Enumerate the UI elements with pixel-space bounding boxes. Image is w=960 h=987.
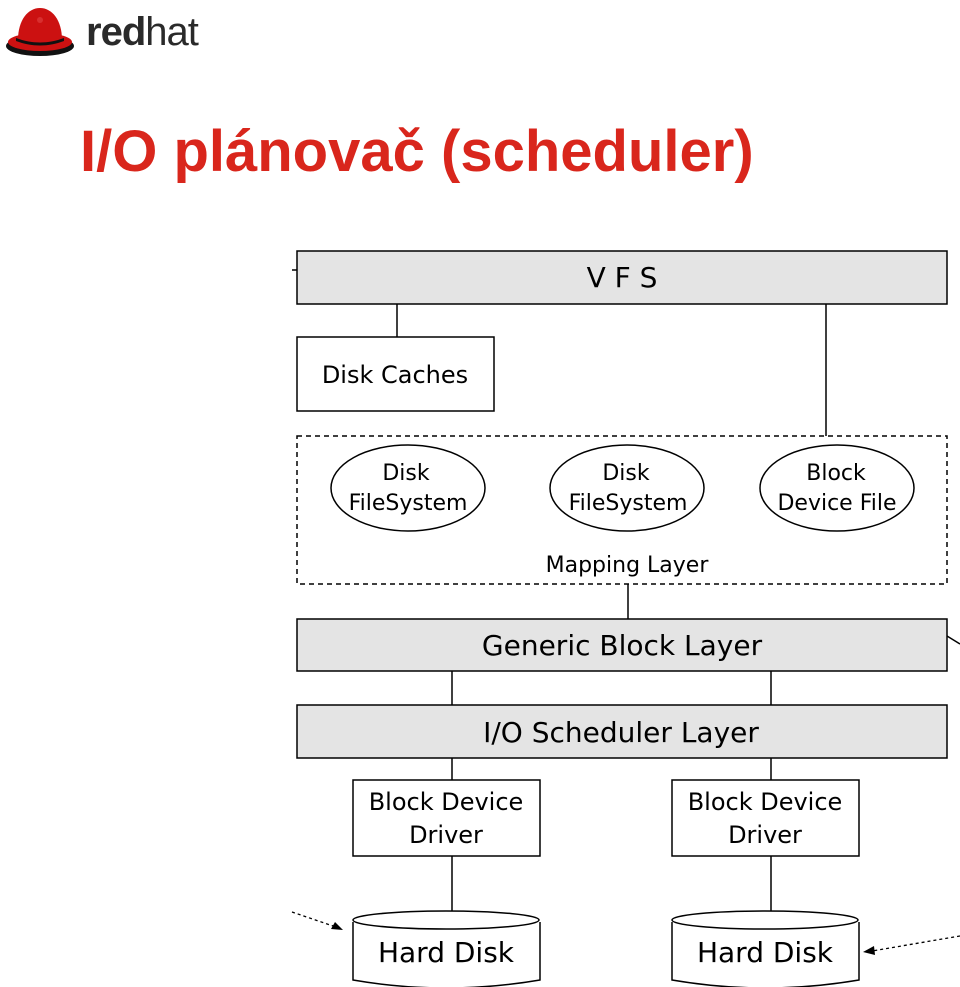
redhat-logo: redhat — [2, 2, 222, 62]
disk-filesystem-2: Disk FileSystem — [549, 444, 705, 532]
incoming-arrow-right — [863, 935, 960, 955]
redhat-wordmark: redhat — [86, 10, 199, 55]
page-title: I/O plánovač (scheduler) — [80, 119, 754, 184]
io-scheduler-label: I/O Scheduler Layer — [483, 716, 759, 749]
mapping-layer-region: Mapping Layer — [296, 435, 948, 585]
hard-disk-2-label: Hard Disk — [697, 936, 834, 969]
vfs-label: V F S — [587, 261, 658, 294]
generic-block-label: Generic Block Layer — [482, 629, 763, 662]
vfs-layer: V F S — [296, 250, 948, 305]
fs1-line2: FileSystem — [349, 491, 468, 516]
hard-disk-2: Hard Disk — [671, 910, 860, 987]
driver2-line2: Driver — [728, 821, 802, 849]
fs1-line1: Disk — [382, 461, 430, 486]
incoming-arrow-left — [291, 911, 343, 930]
bdf-line2: Device File — [777, 491, 896, 516]
mapping-layer-label: Mapping Layer — [546, 553, 710, 578]
hard-disk-1-label: Hard Disk — [378, 936, 515, 969]
block-device-file: Block Device File — [759, 444, 915, 532]
io-scheduler-layer: I/O Scheduler Layer — [296, 704, 948, 759]
logo-word-hat: hat — [145, 10, 199, 54]
connector-lines — [396, 304, 827, 915]
generic-block-layer: Generic Block Layer — [296, 618, 948, 672]
disk-caches-label: Disk Caches — [322, 361, 468, 389]
logo-word-red: red — [86, 10, 146, 54]
hard-disk-1: Hard Disk — [352, 910, 541, 987]
fs2-line2: FileSystem — [569, 491, 688, 516]
disk-caches-box: Disk Caches — [296, 336, 495, 412]
block-device-driver-1: Block Device Driver — [352, 779, 541, 857]
bdf-line1: Block — [806, 461, 866, 486]
driver2-line1: Block Device — [688, 788, 843, 816]
disk-filesystem-1: Disk FileSystem — [330, 444, 486, 532]
redhat-shadowman-icon — [6, 8, 74, 56]
driver1-line1: Block Device — [369, 788, 524, 816]
driver1-line2: Driver — [409, 821, 483, 849]
fs2-line1: Disk — [602, 461, 650, 486]
block-device-driver-2: Block Device Driver — [671, 779, 860, 857]
